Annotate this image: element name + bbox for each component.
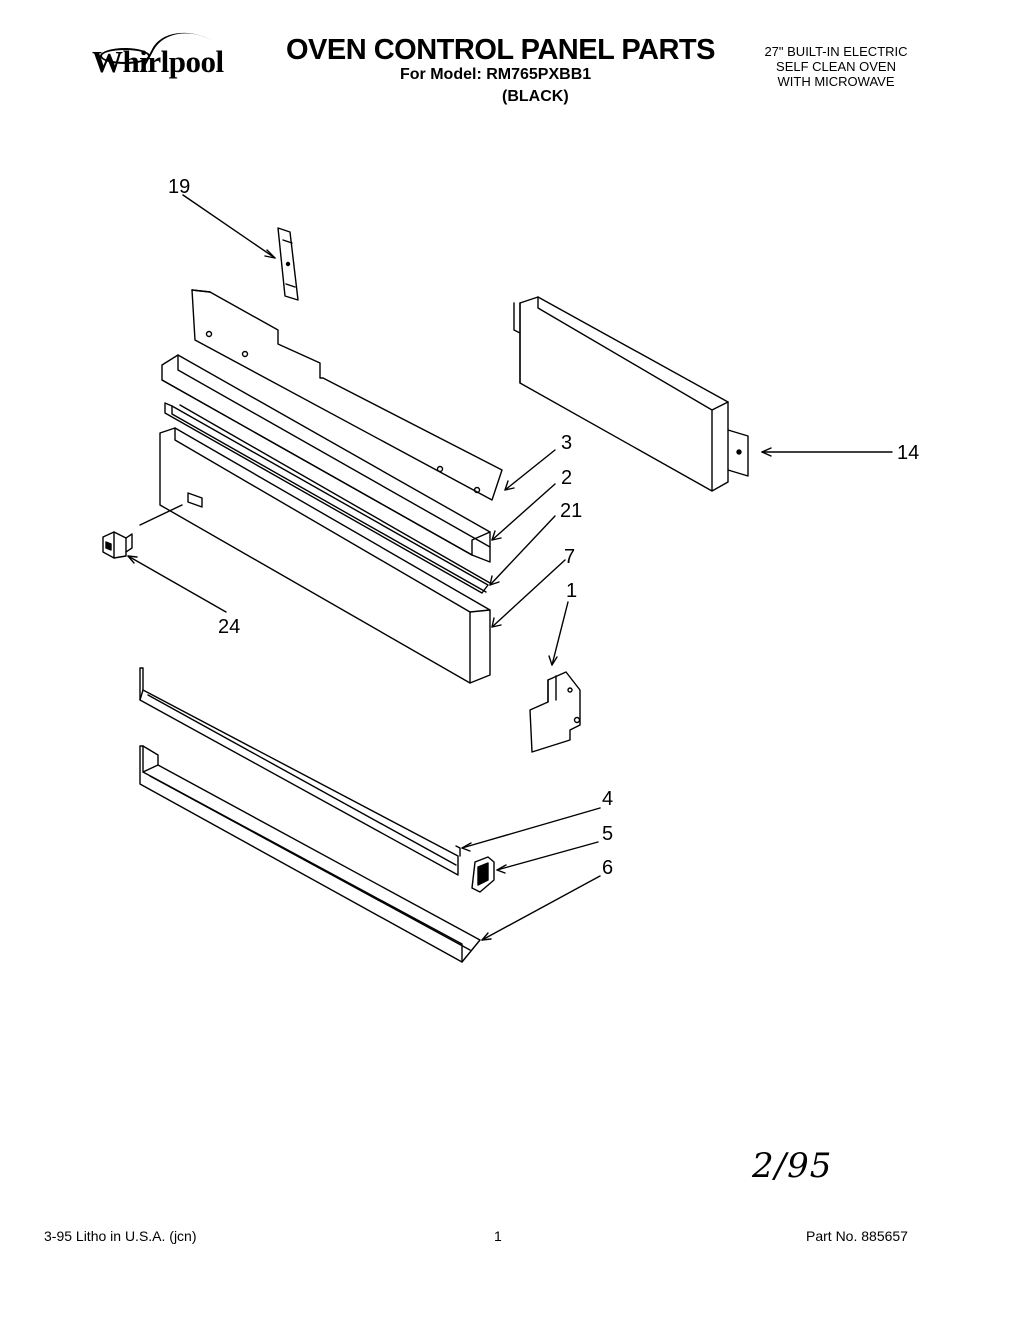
callout-4: 4 — [602, 788, 614, 810]
part-19-bracket — [277, 227, 299, 301]
part-1-side-bracket — [529, 671, 581, 753]
callout-1: 1 — [566, 580, 578, 602]
callout-7: 7 — [564, 546, 576, 568]
footer-part-number: Part No. 885657 — [806, 1228, 908, 1244]
footer-page-number: 1 — [494, 1228, 502, 1244]
callout-2: 2 — [561, 467, 573, 489]
page-title: OVEN CONTROL PANEL PARTS — [286, 34, 715, 66]
description-line-3: WITH MICROWAVE — [777, 74, 895, 89]
whirlpool-logo-badge — [100, 48, 150, 64]
part-4-rail — [139, 667, 461, 876]
top-rear-plate — [191, 289, 503, 501]
part-14-box — [513, 296, 749, 492]
leader-lines — [127, 194, 893, 941]
callout-21: 21 — [560, 500, 583, 522]
description-line-1: 27" BUILT-IN ELECTRIC — [764, 44, 908, 59]
product-description: 27" BUILT-IN ELECTRIC SELF CLEAN OVEN WI… — [738, 44, 934, 89]
callout-14: 14 — [897, 442, 920, 464]
brand-logo: Whirlpool — [92, 44, 224, 79]
callout-24: 24 — [218, 616, 241, 638]
part-7-front-panel — [159, 427, 491, 684]
callout-3: 3 — [561, 432, 573, 454]
description-line-2: SELF CLEAN OVEN — [776, 59, 896, 74]
part-5-end-cap — [471, 856, 495, 893]
part-6-bottom-trim — [139, 745, 481, 963]
color-line: (BLACK) — [502, 88, 569, 105]
part-24-clip — [102, 531, 133, 559]
handwritten-date-note: 2/95 — [752, 1146, 833, 1186]
callout-19: 19 — [168, 176, 191, 198]
callout-5: 5 — [602, 823, 614, 845]
part-21-strip — [164, 402, 491, 594]
footer-litho: 3-95 Litho in U.S.A. (jcn) — [44, 1228, 197, 1244]
model-line: For Model: RM765PXBB1 — [400, 66, 592, 83]
callout-6: 6 — [602, 857, 614, 879]
part-2-3-channel — [161, 354, 491, 563]
